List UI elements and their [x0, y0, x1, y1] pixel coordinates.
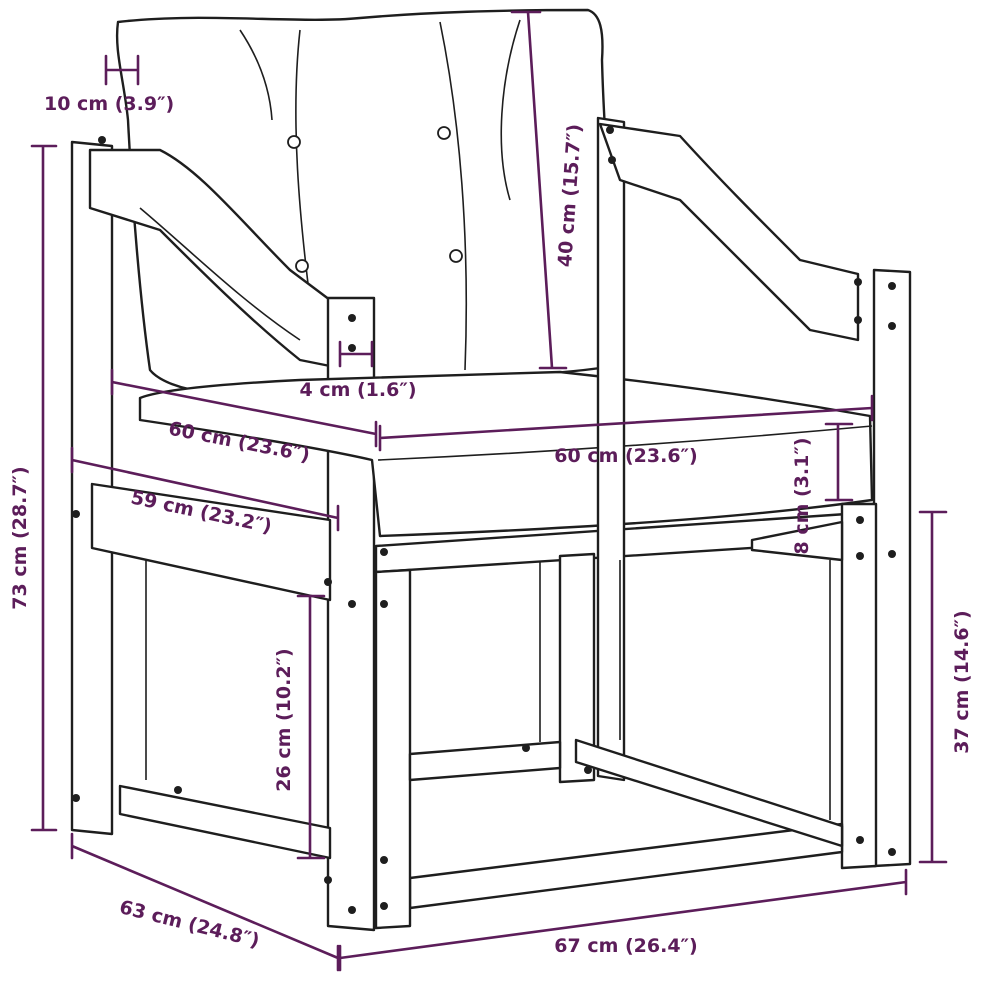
dim-line-backrest-height — [510, 10, 568, 370]
dimension-lines — [30, 10, 948, 972]
label-seat-width: 60 cm (23.6″) — [554, 445, 697, 467]
inner-leg-mid — [558, 552, 596, 784]
right-back-post — [596, 116, 626, 782]
dim-line-seat-cushion-height — [824, 422, 854, 502]
cushion-tuft — [437, 126, 451, 140]
left-upper-rail — [90, 482, 332, 602]
back-cushion-crease — [239, 19, 521, 201]
dim-line-armrest-width — [338, 340, 374, 368]
label-overall-width: 67 cm (26.4″) — [554, 935, 697, 957]
dim-line-overall-depth — [70, 832, 340, 972]
dim-line-seat-width — [378, 394, 874, 452]
label-seat-cushion-height: 8 cm (3.1″) — [791, 437, 813, 554]
right-armrest-panel — [598, 122, 860, 342]
dim-line-shelf-height — [296, 594, 326, 860]
dim-line-seat-height — [918, 510, 948, 864]
right-front-post-inner — [840, 502, 878, 870]
inner-leg-left — [374, 568, 412, 930]
right-bottom-rail — [574, 738, 844, 848]
right-upper-rail — [750, 520, 844, 562]
label-shelf-height: 26 cm (10.2″) — [273, 648, 295, 791]
left-armrest-inner — [139, 207, 301, 341]
left-bottom-rail — [118, 784, 332, 860]
label-seat-height: 37 cm (14.6″) — [951, 610, 973, 753]
right-front-post — [872, 268, 912, 868]
bolts — [72, 126, 896, 914]
seat-cushion-front-edge — [377, 425, 873, 461]
chair-illustration — [70, 8, 912, 932]
dim-line-inner-depth — [70, 446, 340, 532]
label-armrest-width: 4 cm (1.6″) — [299, 379, 416, 401]
cushion-tuft — [449, 249, 463, 263]
frame-inner-lines — [145, 560, 831, 820]
label-total-height: 73 cm (28.7″) — [9, 466, 31, 609]
dim-line-overall-width — [338, 868, 908, 972]
dim-line-seat-depth — [110, 368, 378, 448]
cushion-tuft — [287, 135, 301, 149]
front-bottom-rail — [408, 822, 844, 910]
back-bottom-rail — [408, 740, 562, 782]
label-cushion-thickness: 10 cm (3.9″) — [44, 93, 174, 115]
dim-line-total-height — [30, 144, 58, 832]
cushion-tuft — [295, 259, 309, 273]
dimension-labels: 10 cm (3.9″) 73 cm (28.7″) 40 cm (15.7″)… — [9, 93, 973, 957]
label-overall-depth: 63 cm (24.8″) — [117, 896, 262, 952]
dim-line-cushion-thickness — [104, 54, 140, 86]
